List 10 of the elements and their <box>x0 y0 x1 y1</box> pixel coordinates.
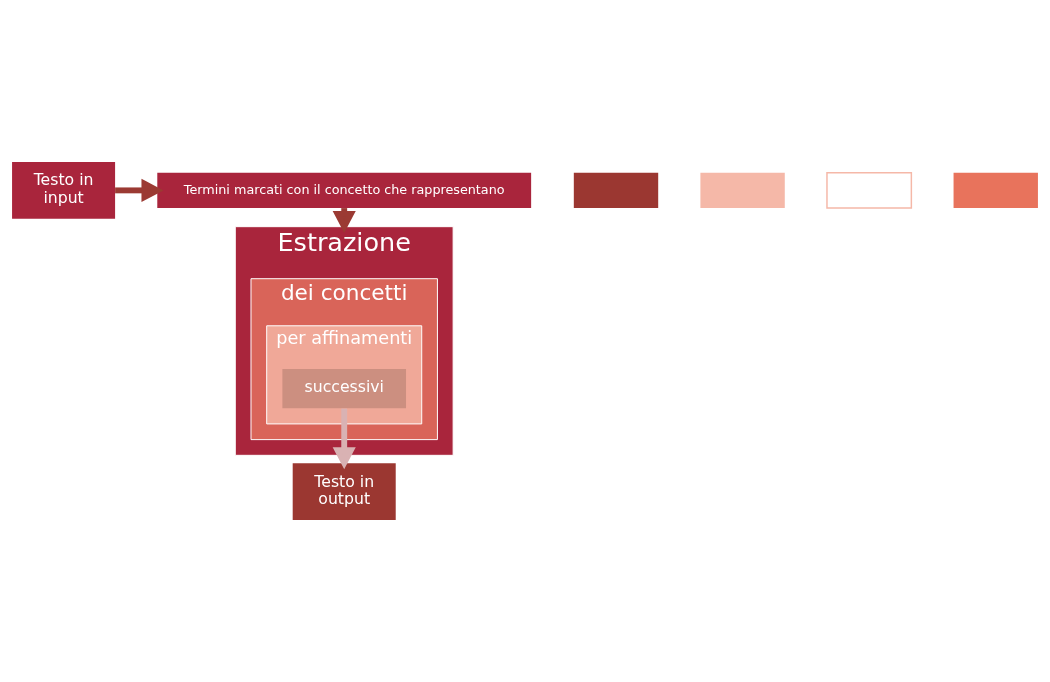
node-box <box>953 172 1038 209</box>
node-box <box>826 172 913 209</box>
node-box: Testo in input <box>12 161 116 219</box>
node-box <box>700 172 785 209</box>
arrow <box>332 408 356 470</box>
arrow <box>115 178 164 202</box>
node-box <box>573 172 659 209</box>
node-box: successivi <box>282 368 407 409</box>
node-box: Testo in output <box>292 463 396 521</box>
node-box: Termini marcati con il concetto che rappresentano <box>157 172 532 209</box>
